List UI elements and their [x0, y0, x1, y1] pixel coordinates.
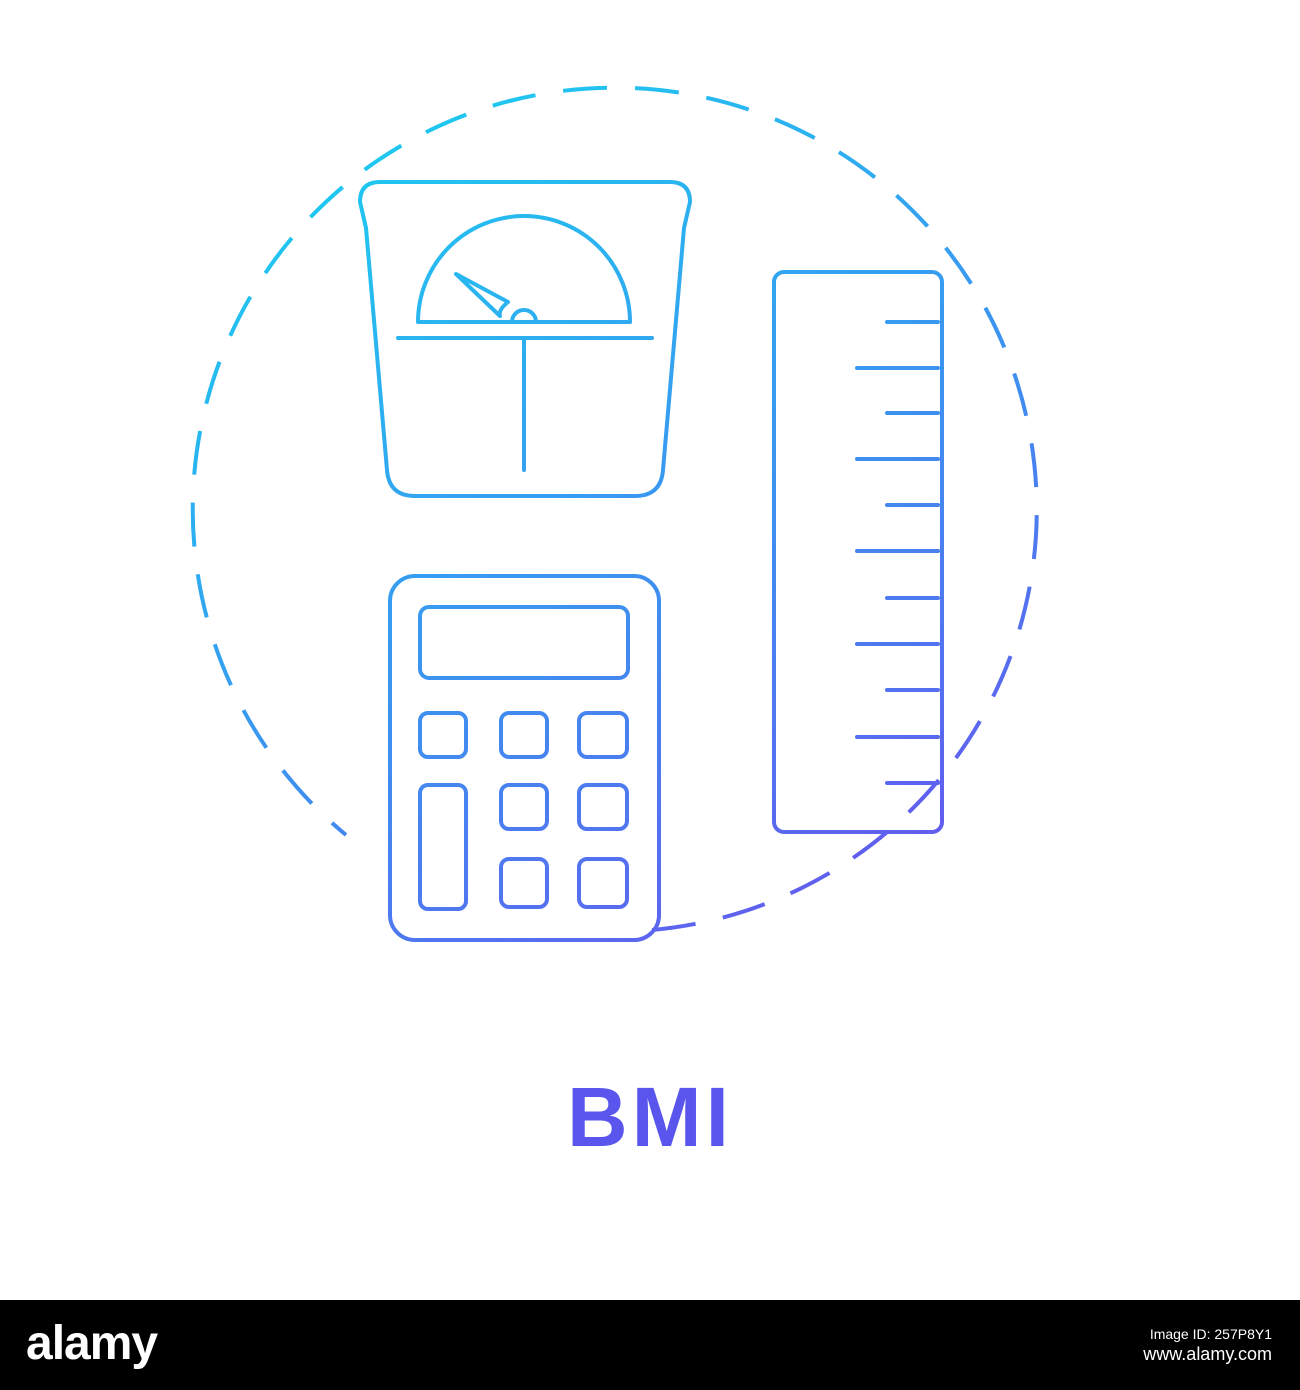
bmi-illustration: BMI [190, 85, 1039, 1164]
watermark-bar [0, 1300, 1300, 1390]
image-id-block: Image ID: 257P8Y1 www.alamy.com [1143, 1324, 1272, 1364]
weighing-scale-icon [358, 180, 692, 498]
caption-text: BMI [567, 1070, 733, 1164]
calculator-icon [388, 574, 661, 942]
image-id-text: Image ID: 257P8Y1 [1149, 1326, 1272, 1342]
site-url: www.alamy.com [1143, 1344, 1272, 1364]
ruler-icon [772, 270, 944, 834]
stock-logo: alamy [26, 1317, 158, 1370]
dashed-circle [190, 85, 1039, 932]
